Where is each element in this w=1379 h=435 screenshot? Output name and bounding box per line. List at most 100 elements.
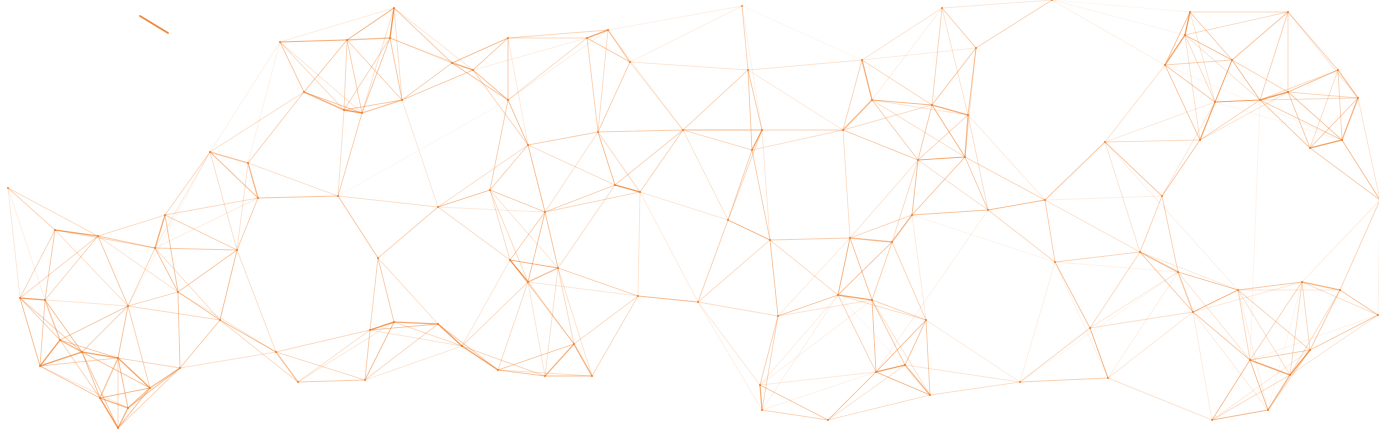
mesh-link — [828, 372, 876, 420]
mesh-link — [1052, 0, 1165, 65]
mesh-node — [1357, 97, 1359, 99]
mesh-link — [438, 207, 545, 212]
mesh-link — [778, 300, 872, 316]
mesh-link — [1310, 290, 1340, 350]
mesh-link — [473, 70, 528, 145]
mesh-link — [1055, 262, 1178, 272]
mesh-node — [497, 369, 499, 371]
mesh-link — [558, 185, 615, 268]
mesh-link — [45, 300, 82, 352]
mesh-node — [925, 319, 927, 321]
mesh-link — [1310, 98, 1358, 148]
mesh-link — [20, 298, 128, 306]
mesh-link — [1232, 60, 1288, 92]
mesh-link — [82, 352, 118, 428]
mesh-node — [1237, 289, 1239, 291]
mesh-link — [1108, 378, 1212, 420]
mesh-link — [918, 105, 932, 160]
mesh-link — [1310, 148, 1379, 200]
mesh-node — [1259, 99, 1261, 101]
mesh-link — [1342, 98, 1358, 140]
mesh-link — [528, 132, 598, 145]
mesh-link — [630, 62, 683, 130]
mesh-link — [965, 48, 976, 157]
mesh-link — [362, 8, 394, 113]
mesh-node — [1199, 139, 1201, 141]
mesh-link — [828, 395, 930, 420]
mesh-link — [128, 292, 178, 306]
mesh-link — [370, 330, 462, 346]
mesh-link — [640, 130, 683, 192]
mesh-link — [608, 6, 742, 30]
mesh-link — [390, 38, 402, 100]
mesh-link — [592, 296, 638, 376]
mesh-node — [544, 211, 546, 213]
mesh-link — [558, 268, 638, 296]
mesh-link — [872, 300, 930, 395]
mesh-link — [438, 324, 498, 370]
mesh-link — [862, 48, 976, 60]
mesh-link — [698, 220, 728, 302]
mesh-link — [770, 240, 838, 295]
mesh-link — [640, 192, 698, 302]
mesh-link — [598, 132, 640, 192]
mesh-node — [393, 321, 395, 323]
mesh-link — [598, 130, 683, 132]
mesh-node — [209, 151, 211, 153]
mesh-link — [988, 210, 1055, 262]
mesh-node — [917, 159, 919, 161]
mesh-node — [1249, 359, 1251, 361]
mesh-link — [402, 70, 473, 100]
mesh-link — [20, 236, 98, 298]
mesh-link — [862, 60, 872, 100]
mesh-link — [838, 238, 850, 295]
mesh-link — [1250, 360, 1268, 410]
mesh-link — [1055, 252, 1140, 262]
mesh-link — [82, 306, 128, 352]
mesh-link — [280, 8, 394, 42]
mesh-link — [1260, 12, 1288, 100]
mesh-link — [128, 306, 220, 320]
mesh-link — [912, 157, 965, 215]
mesh-node — [461, 345, 463, 347]
mesh-node — [437, 323, 439, 325]
mesh-link — [918, 157, 965, 160]
mesh-link — [1232, 60, 1260, 100]
mesh-link — [528, 268, 558, 282]
mesh-link — [402, 63, 452, 100]
mesh-node — [149, 387, 151, 389]
mesh-link — [912, 215, 1055, 262]
mesh-link — [574, 296, 638, 344]
mesh-node — [154, 247, 156, 249]
mesh-link — [1140, 252, 1193, 312]
mesh-node — [607, 29, 609, 31]
mesh-node — [761, 129, 763, 131]
mesh-node — [236, 249, 238, 251]
mesh-link — [1193, 312, 1212, 420]
mesh-link — [347, 40, 402, 100]
mesh-node — [1211, 419, 1213, 421]
mesh-link — [748, 70, 843, 130]
mesh-node — [343, 109, 345, 111]
mesh-link — [1193, 290, 1238, 312]
mesh-node — [437, 206, 439, 208]
mesh-node — [527, 281, 529, 283]
mesh-link — [452, 63, 508, 100]
mesh-link — [298, 322, 394, 382]
mesh-link — [598, 62, 630, 132]
mesh-link — [843, 105, 932, 130]
mesh-link — [1162, 140, 1200, 196]
mesh-node — [875, 371, 877, 373]
mesh-link — [1178, 272, 1193, 312]
mesh-link — [490, 190, 528, 282]
mesh-link — [843, 130, 850, 238]
mesh-link — [1185, 12, 1190, 35]
mesh-link — [280, 42, 304, 92]
mesh-node — [346, 39, 348, 41]
mesh-node — [941, 7, 943, 9]
mesh-node — [297, 381, 299, 383]
mesh-node — [164, 214, 166, 216]
mesh-link — [1310, 140, 1342, 148]
mesh-link — [118, 368, 180, 428]
mesh-link — [248, 163, 338, 196]
